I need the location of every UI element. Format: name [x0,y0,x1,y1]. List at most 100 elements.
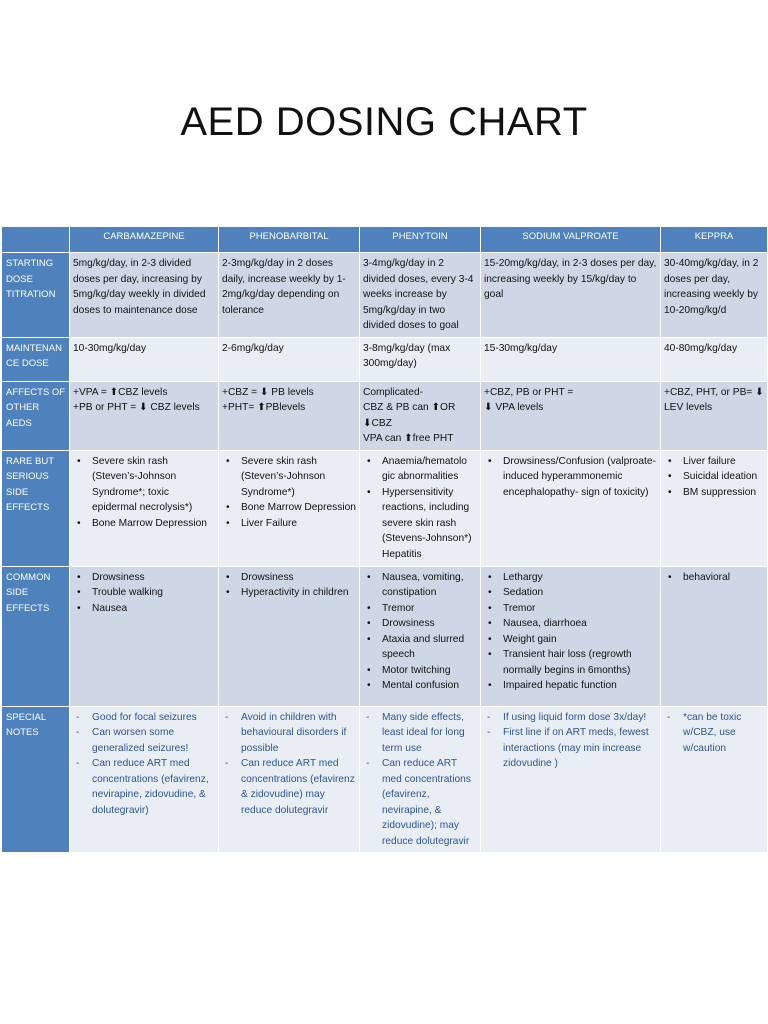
table-cell: Nausea, vomiting, constipation Tremor Dr… [359,565,481,707]
table-cell: 2-3mg/kg/day in 2 doses daily, increase … [218,252,360,338]
list-item: Impaired hepatic function [488,678,657,694]
cell-line: +PHT= ⬆PBlevels [222,402,306,413]
table-cell: 5mg/kg/day, in 2-3 divided doses per day… [69,252,219,338]
cell-line: Complicated- [363,386,424,398]
table-cell: 15-20mg/kg/day, in 2-3 doses per day, in… [480,252,661,338]
dash-list: Many side effects, least ideal for long … [363,710,477,850]
column-header-carbamazepine: CARBAMAZEPINE [69,226,219,253]
row-label-line: DOSE [6,273,33,285]
dosing-table: CARBAMAZEPINE PHENOBARBITAL PHENYTOIN SO… [1,226,768,853]
list-item: Sedation [488,585,657,601]
cell-line: +CBZ = ⬇ PB levels [222,386,314,398]
table-cell: 30-40mg/kg/day, in 2 doses per day, incr… [660,252,768,338]
list-item: Ataxia and slurred speech [367,632,477,663]
table-cell: Anaemia/hematolo gic abnormalities Hyper… [359,449,481,567]
list-item: Lethargy [488,570,657,586]
row-label-line: OTHER AEDS [6,402,40,429]
table-cell: +CBZ, PB or PHT = ⬇ VPA levels [480,380,661,451]
table-cell: Drowsiness Trouble walking Nausea [69,565,219,707]
list-item: If using liquid form dose 3x/day! [487,710,657,726]
list-item: Hypersensitivity reactions, including se… [367,485,477,563]
list-item: Drowsiness [77,570,215,586]
row-label-line: EFFECTS [6,502,50,513]
row-label-line: AFFECTS OF [6,386,66,398]
header-corner [1,226,70,253]
table-cell: 2-6mg/kg/day [218,336,360,382]
row-label-line: CE DOSE [6,358,49,369]
list-item: Bone Marrow Depression [226,500,356,516]
dash-list: *can be toxic w/CBZ, use w/caution [664,710,764,757]
cell-line: ⬇CBZ [363,417,392,429]
list-item: Can reduce ART med concentrations (efavi… [225,756,356,818]
row-label-line: MAINTENAN [6,342,62,354]
bullet-list: Nausea, vomiting, constipation Tremor Dr… [363,570,477,694]
cell-line: +PB or PHT = ⬇ CBZ levels [73,402,200,413]
cell-line: +CBZ, PB or PHT = [484,386,574,398]
list-item: Many side effects, least ideal for long … [366,710,477,757]
list-item: Tremor [488,601,657,617]
dash-list: Avoid in children with behavioural disor… [222,710,356,819]
bullet-list: Severe skin rash (Steven’s-Johnson Syndr… [222,454,356,532]
dash-list: Good for focal seizures Can worsen some … [73,710,215,819]
table-cell: *can be toxic w/CBZ, use w/caution [660,705,768,853]
row-label-line: EFFECTS [6,602,50,614]
bullet-list: Drowsiness/Confusion (valproate-induced … [484,454,657,501]
bullet-list: Drowsiness Hyperactivity in children [222,570,356,601]
row-label-starting-dose: STARTING DOSE TITRATION [1,252,70,338]
row-label-line: RARE BUT [6,455,55,467]
row-label-maintenance-dose: MAINTENAN CE DOSE [1,336,70,382]
cell-line: LEV levels [664,402,713,413]
cell-line: ⬇ VPA levels [484,402,544,413]
bullet-list: Anaemia/hematolo gic abnormalities Hyper… [363,454,477,563]
table-cell: 40-80mg/kg/day [660,336,768,382]
table-cell: 15-30mg/kg/day [480,336,661,382]
list-item: Drowsiness [367,616,477,632]
row-label-rare-side-effects: RARE BUT SERIOUS SIDE EFFECTS [1,449,70,567]
row-label-common-side-effects: COMMON SIDE EFFECTS [1,565,70,707]
row-label-special-notes: SPECIAL NOTES [1,705,70,853]
table-cell: Severe skin rash (Steven’s-Johnson Syndr… [69,449,219,567]
cell-line: VPA can ⬆free PHT [363,433,454,444]
list-item: Nausea, vomiting, constipation [367,570,477,601]
list-item: Trouble walking [77,585,215,601]
list-item: Good for focal seizures [76,710,215,726]
list-item: Bone Marrow Depression [77,516,215,532]
table-cell: Avoid in children with behavioural disor… [218,705,360,853]
table-cell: +VPA = ⬆CBZ levels +PB or PHT = ⬇ CBZ le… [69,380,219,451]
row-label-line: STARTING [6,258,54,269]
table-cell: Many side effects, least ideal for long … [359,705,481,853]
row-label-line: TITRATION [6,289,56,300]
bullet-list: Lethargy Sedation Tremor Nausea, diarrho… [484,570,657,694]
table-cell: If using liquid form dose 3x/day! First … [480,705,661,853]
column-header-keppra: KEPPRA [660,226,768,253]
cell-line: +VPA = ⬆CBZ levels [73,386,168,398]
list-item: Weight gain [488,632,657,648]
table-row-rare-side-effects: RARE BUT SERIOUS SIDE EFFECTS Severe ski… [1,449,768,567]
table-cell: +CBZ, PHT, or PB= ⬇ LEV levels [660,380,768,451]
table-cell: Good for focal seizures Can worsen some … [69,705,219,853]
table-cell: 3-8mg/kg/day (max 300mg/day) [359,336,481,382]
list-item: Can worsen some generalized seizures! [76,725,215,756]
table-cell: Severe skin rash (Steven’s-Johnson Syndr… [218,449,360,567]
bullet-list: behavioral [664,570,764,586]
table-cell: Complicated- CBZ & PB can ⬆OR ⬇CBZ VPA c… [359,380,481,451]
row-label-affects-other-aeds: AFFECTS OF OTHER AEDS [1,380,70,451]
row-label-line: SERIOUS [6,471,49,482]
table-row-common-side-effects: COMMON SIDE EFFECTS Drowsiness Trouble w… [1,565,768,707]
list-item: *can be toxic w/CBZ, use w/caution [667,710,764,757]
list-item: Suicidal ideation [668,469,764,485]
list-item: Severe skin rash (Steven’s-Johnson Syndr… [77,454,215,516]
list-item: Motor twitching [367,663,477,679]
list-item: Drowsiness [226,570,356,586]
table-row-maintenance-dose: MAINTENAN CE DOSE 10-30mg/kg/day 2-6mg/k… [1,336,768,382]
table-row-special-notes: SPECIAL NOTES Good for focal seizures Ca… [1,705,768,853]
dash-list: If using liquid form dose 3x/day! First … [484,710,657,772]
table-cell: +CBZ = ⬇ PB levels +PHT= ⬆PBlevels [218,380,360,451]
table-cell: Drowsiness Hyperactivity in children [218,565,360,707]
table-row-affects-other-aeds: AFFECTS OF OTHER AEDS +VPA = ⬆CBZ levels… [1,380,768,451]
list-item: Nausea, diarrhoea [488,616,657,632]
row-label-line: NOTES [6,727,39,738]
row-label-line: COMMON [6,571,51,583]
table-cell: behavioral [660,565,768,707]
list-item: Drowsiness/Confusion (valproate-induced … [488,454,657,501]
